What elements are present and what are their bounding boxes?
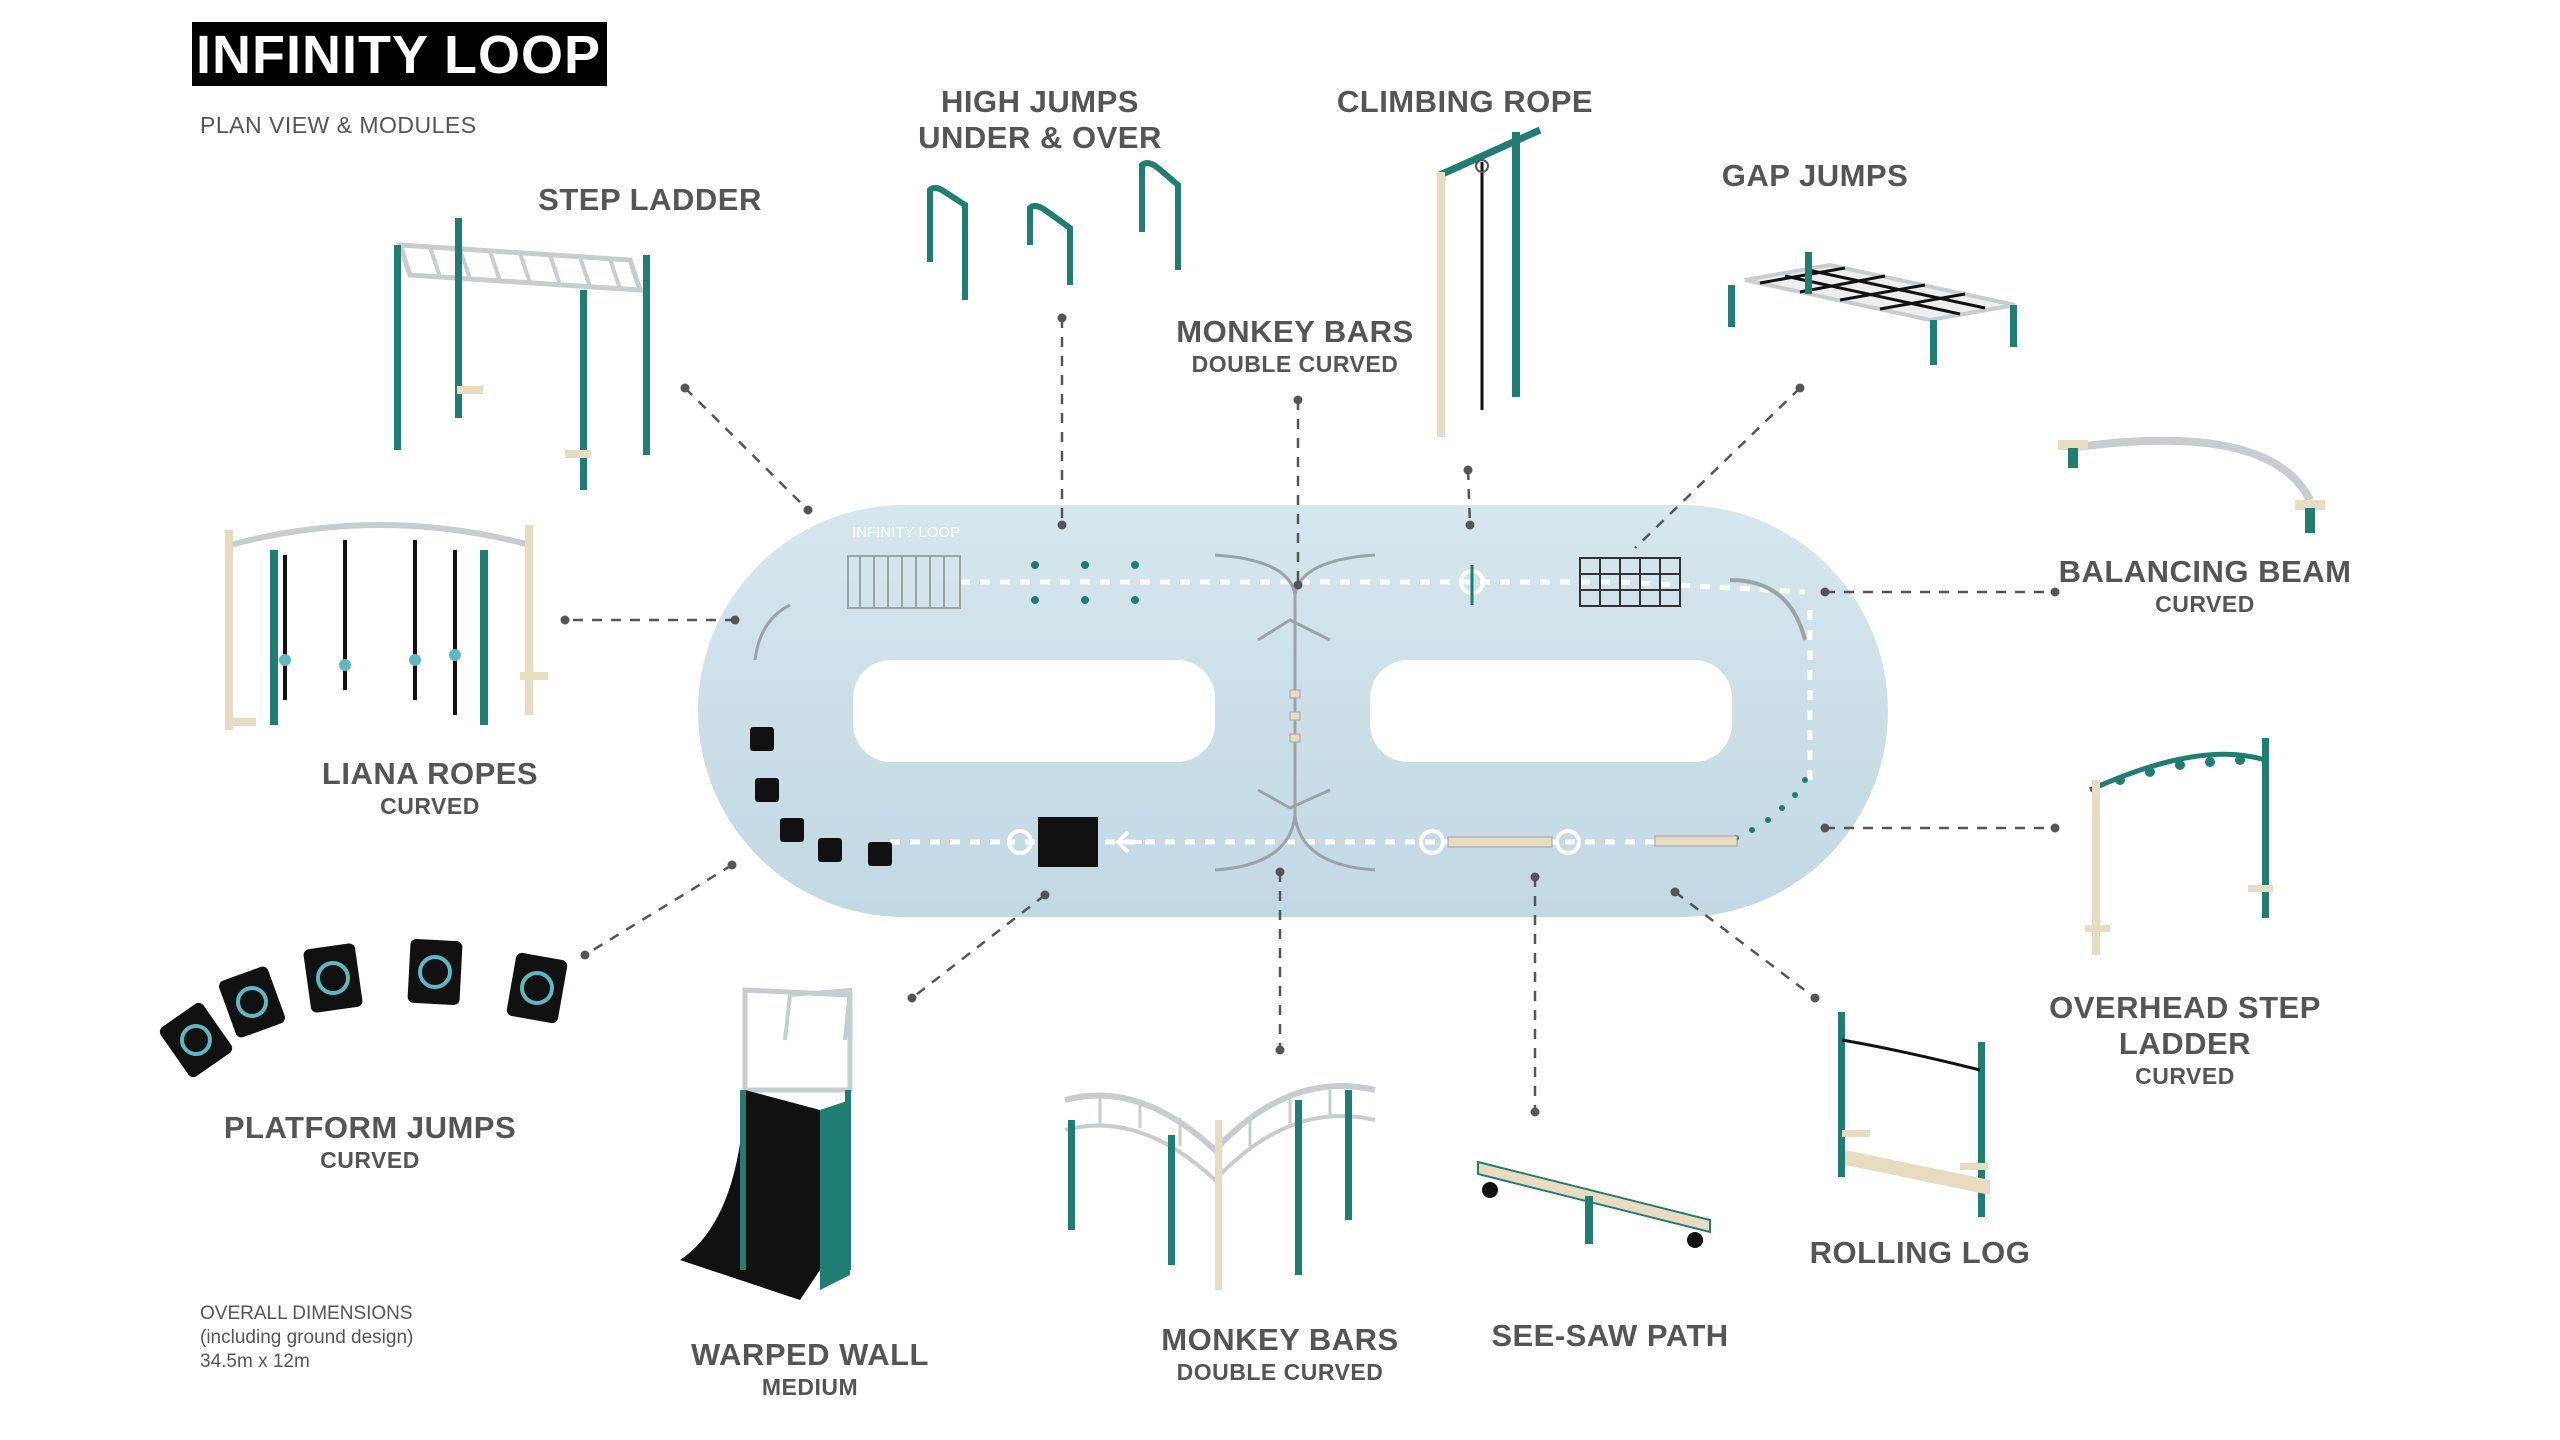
plan-see-saw [1419,829,1581,855]
plan-label: INFINITY LOOP [852,524,960,541]
label-balancing-beam: BALANCING BEAM CURVED [2050,554,2360,618]
label-see-saw-path-name: SEE-SAW PATH [1491,1318,1729,1353]
label-warped-wall: WARPED WALL MEDIUM [660,1337,960,1401]
plan-balancing-beam [1729,578,1807,641]
page-subtitle: PLAN VIEW & MODULES [200,112,477,138]
leader-dots [560,313,2060,1117]
label-overhead-step-ladder-name2: LADDER [2118,1026,2252,1061]
step-ladder-illustration [394,218,650,490]
label-platform-jumps-name: PLATFORM JUMPS [223,1110,517,1145]
label-warped-wall-name: WARPED WALL [691,1337,929,1372]
label-overhead-step-ladder-name: OVERHEAD STEP [2049,990,2321,1025]
plan-rolling-log [1654,835,1738,847]
label-step-ladder: STEP LADDER [480,182,820,218]
plan-step-ladder [847,555,961,609]
see-saw-path-illustration [1477,1160,1711,1248]
plan-ground [698,505,1888,917]
label-platform-jumps: PLATFORM JUMPS CURVED [220,1110,520,1174]
label-monkey-bars-bottom: MONKEY BARS DOUBLE CURVED [1130,1322,1430,1386]
plan-gap-jumps [1579,557,1681,607]
liana-ropes-illustration [225,522,548,730]
label-rolling-log-name: ROLLING LOG [1809,1235,2031,1270]
label-overhead-step-ladder: OVERHEAD STEP LADDER CURVED [2030,990,2340,1090]
leader-lines [565,318,2055,1112]
label-overhead-step-ladder-sub: CURVED [2135,1063,2235,1089]
label-see-saw-path: SEE-SAW PATH [1460,1318,1760,1354]
dimensions-line3: 34.5m x 12m [200,1351,310,1372]
label-liana-ropes-name: LIANA ROPES [321,756,539,791]
label-gap-jumps: GAP JUMPS [1665,158,1965,194]
label-climbing-rope-name: CLIMBING ROPE [1336,84,1594,119]
label-gap-jumps-name: GAP JUMPS [1721,158,1909,193]
balancing-beam-illustration [2058,436,2325,533]
label-liana-ropes-sub: CURVED [380,793,480,819]
plan-high-jumps [1031,561,1139,604]
plan-warped-wall [1007,817,1142,867]
label-monkey-bars-top-sub: DOUBLE CURVED [1191,351,1399,377]
label-monkey-bars-bottom-name: MONKEY BARS [1161,1322,1399,1357]
monkey-bars-bottom-illustration [1064,1083,1376,1290]
dimensions-line2: (including ground design) [200,1327,414,1348]
platform-jumps-illustration [159,938,568,1078]
plan-hole-left [853,660,1215,762]
label-balancing-beam-sub: CURVED [2155,591,2255,617]
rolling-log-illustration [1838,1012,1990,1217]
label-rolling-log: ROLLING LOG [1770,1235,2070,1271]
label-platform-jumps-sub: CURVED [320,1147,420,1173]
dimensions-line1: OVERALL DIMENSIONS [200,1303,413,1324]
gap-jumps-illustration [1728,252,2017,365]
label-monkey-bars-top: MONKEY BARS DOUBLE CURVED [1145,314,1445,378]
page-title: INFINITY LOOP [192,22,608,86]
plan-liana [753,603,791,661]
plan-view: INFINITY LOOP [698,505,1888,917]
plan-stepping-pads [1289,689,1301,743]
label-liana-ropes: LIANA ROPES CURVED [280,756,580,820]
climbing-rope-illustration [1437,126,1542,437]
overhead-step-ladder-illustration [2085,738,2273,955]
label-climbing-rope: CLIMBING ROPE [1300,84,1630,120]
label-balancing-beam-name: BALANCING BEAM [2058,554,2352,589]
overall-dimensions: OVERALL DIMENSIONS (including ground des… [200,1302,413,1374]
label-warped-wall-sub: MEDIUM [761,1374,859,1400]
label-high-jumps-name: HIGH JUMPS [941,84,1139,119]
label-high-jumps-name2: UNDER & OVER [918,120,1162,155]
warped-wall-illustration [680,987,853,1300]
label-step-ladder-name: STEP LADDER [538,182,762,217]
high-jumps-illustration [927,160,1181,300]
plan-hole-right [1370,660,1732,762]
label-monkey-bars-top-name: MONKEY BARS [1176,314,1414,349]
plan-climbing-rope [1459,565,1485,605]
label-monkey-bars-bottom-sub: DOUBLE CURVED [1176,1359,1384,1385]
plan-platform-jumps [750,727,892,866]
label-high-jumps: HIGH JUMPS UNDER & OVER [880,84,1200,156]
